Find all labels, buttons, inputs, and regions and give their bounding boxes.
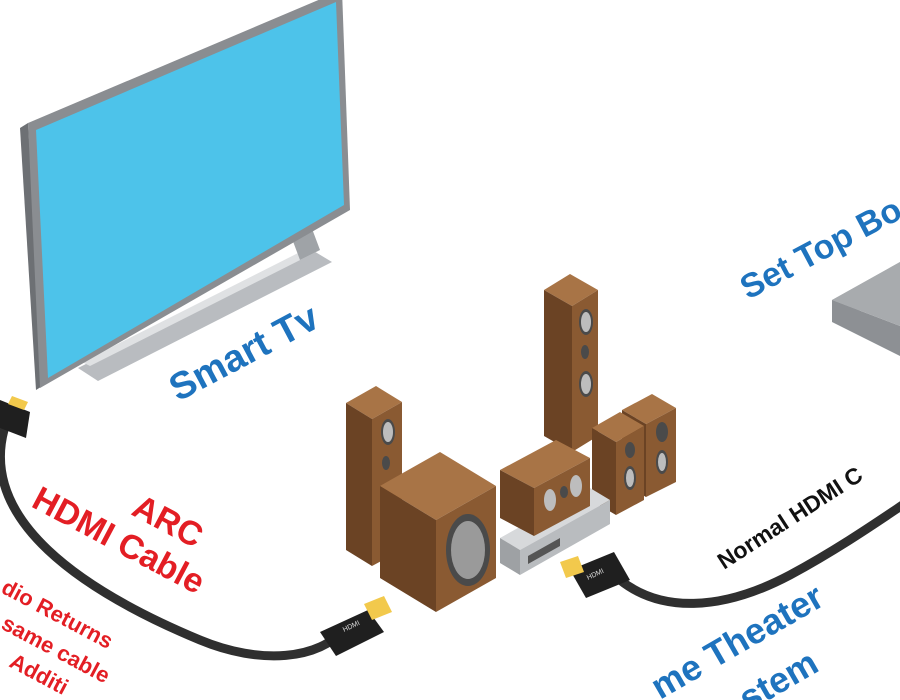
center-speaker [500,440,590,536]
normal-hdmi-cable-label: Normal HDMI C [713,461,868,574]
subwoofer [380,452,496,612]
hdmi-plug-icon: HDMI [560,552,630,598]
set-top-box-icon [832,262,900,356]
normal-hdmi-cable [615,501,900,608]
satellite-speakers [592,394,676,515]
home-theater-icon [346,274,676,612]
tower-speaker-right [544,274,598,452]
hdmi-plug-icon: HDMI [320,596,392,656]
arc-hdmi-cable [0,425,350,661]
smart-tv-icon [20,0,350,390]
hdmi-plug-icon [0,396,30,438]
